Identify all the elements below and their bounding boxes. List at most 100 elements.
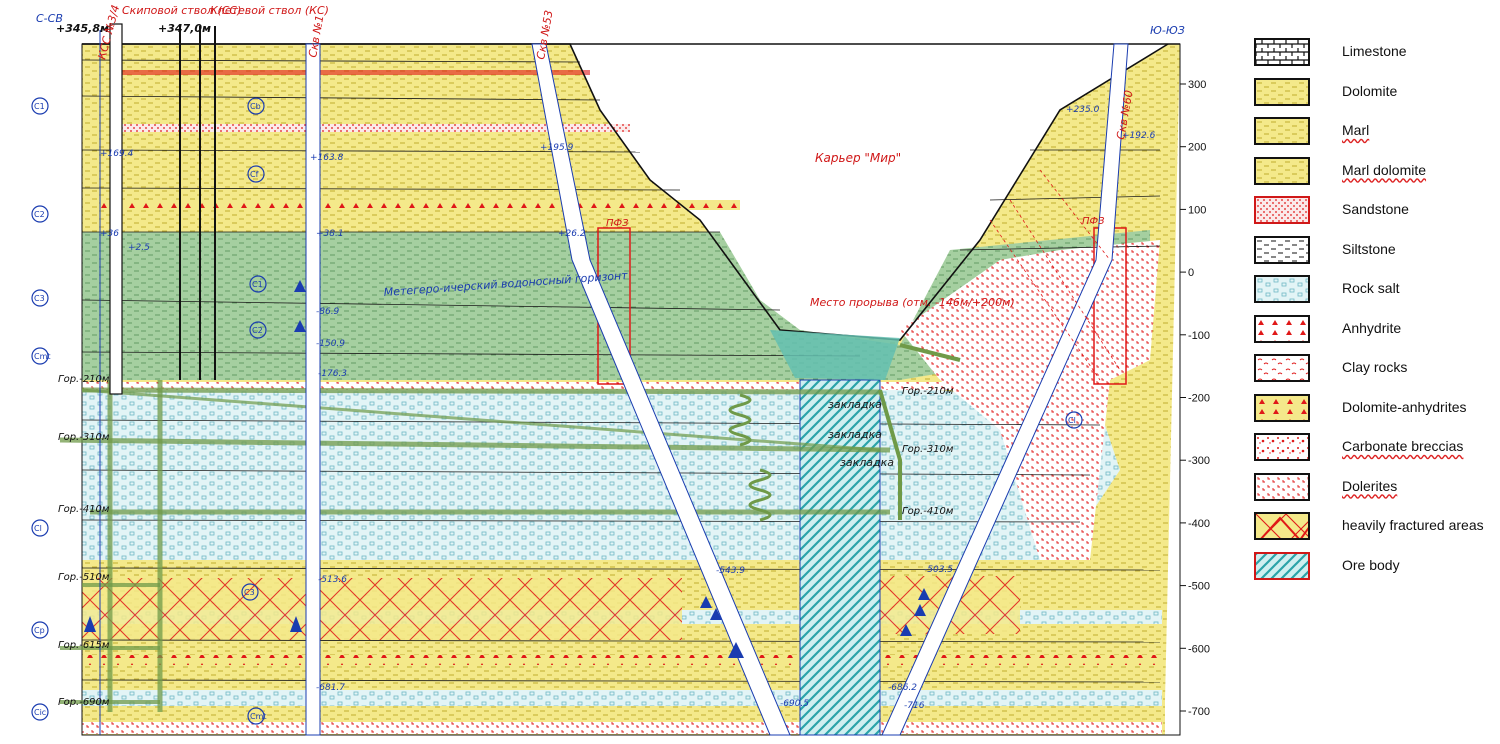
horizon-label: Гор.-210м (58, 374, 110, 385)
well-elevation-mark: +192.6 (1122, 131, 1156, 141)
legend-swatch (1254, 235, 1310, 264)
legend-item: Clay rocks (1250, 354, 1500, 386)
legend-label: Dolomite-anhydrites (1342, 398, 1467, 415)
legend-swatch (1254, 551, 1310, 580)
mine-workings (59, 343, 961, 712)
legend-swatch (1254, 472, 1310, 501)
well-elevation-mark: +163.8 (310, 153, 344, 163)
strat-index-mark (31, 97, 49, 115)
strat-index-mark (31, 289, 49, 307)
legend-item: Anhydrite (1250, 314, 1500, 347)
well-elevation-mark: +36 (100, 229, 119, 239)
legend-label: Siltstone (1342, 240, 1396, 257)
strat-index-mark (247, 97, 265, 115)
well-elevation-mark: +38.1 (316, 229, 344, 239)
legend-swatch (1254, 512, 1310, 540)
horizon-label: Гор.-310м (902, 444, 954, 455)
well-elevation-mark: +26.2 (558, 229, 586, 239)
legend-item: Marl (1250, 117, 1500, 149)
horizon-label: Гор.-210м (902, 386, 954, 397)
legend-swatch (1254, 196, 1310, 224)
strat-index-label: Cmt (34, 352, 51, 361)
legend-item: Ore body (1250, 551, 1500, 584)
scale-tick-label: 200 (1188, 142, 1206, 154)
well-elevation-mark: +235.0 (1066, 105, 1100, 115)
sandstone-band (110, 70, 590, 75)
pfz-left-label: ПФЗ (606, 218, 629, 229)
backfill-label: закладка (840, 456, 894, 469)
strat-index-label: C1 (252, 280, 263, 289)
legend-swatch (1254, 77, 1310, 106)
strat-index-mark (249, 275, 267, 293)
horizon-label: Гор.-615м (58, 640, 110, 651)
backfill-label: закладка (828, 428, 882, 441)
strat-index-label: C1 (34, 102, 45, 111)
legend-label: Dolerites (1342, 477, 1398, 494)
scale-tick-label: -600 (1188, 643, 1210, 655)
strat-index-mark (247, 707, 265, 725)
well-elevation-mark: -86.9 (316, 307, 340, 317)
well-elevation-mark: -150.9 (316, 339, 345, 349)
breakthrough-zone (770, 330, 900, 380)
legend-item: Marl dolomite (1250, 156, 1500, 189)
well-elevation-mark: -681.7 (316, 683, 345, 693)
scale-tick-label: -500 (1188, 581, 1210, 593)
legend-swatch (1254, 393, 1310, 422)
horizon-label: Гор.-510м (58, 572, 110, 583)
legend-swatch (1254, 156, 1310, 185)
legend-label: Rock salt (1342, 280, 1400, 296)
boreholes (305, 43, 1129, 736)
strat-index-label: Cf (250, 170, 259, 179)
legend-item: Carbonate breccias (1250, 433, 1500, 465)
shaft-cage-label: Клетевой ствол (КС) (210, 4, 329, 17)
scale-tick-label: -400 (1188, 518, 1210, 530)
strat-index-mark (249, 321, 267, 339)
legend-label: Anhydrite (1342, 319, 1402, 336)
dolomite-anhydrite-band (82, 655, 1162, 665)
pfz-right-label: ПФЗ (1082, 216, 1105, 227)
fractured-zone-left (82, 578, 682, 640)
horizon-label: Гор.-310м (58, 432, 110, 443)
scale-tick-label: -700 (1188, 706, 1210, 718)
strat-index-label: Cic (34, 708, 46, 717)
strat-index-label: Cl (34, 524, 42, 533)
legend-swatch (1254, 433, 1310, 461)
well-elevation-mark: -690.5 (780, 699, 809, 709)
legend-label: heavily fractured areas (1342, 517, 1484, 533)
bottom-red-band (82, 722, 1162, 734)
scale-tick-label: 300 (1188, 79, 1206, 91)
legend-item: Rock salt (1250, 275, 1500, 307)
clay-band (82, 382, 982, 390)
strat-index-label: C2 (34, 210, 45, 219)
scale-tick-label: -300 (1188, 455, 1210, 467)
strat-index-label: C3 (244, 588, 255, 597)
well-elevation-mark: +195.9 (540, 143, 574, 153)
strat-index-mark (31, 205, 49, 223)
strat-index-label: Cmt (250, 712, 267, 721)
well-elevation-mark: -503.5 (924, 565, 953, 575)
shafts (99, 23, 216, 735)
legend-item: Siltstone (1250, 235, 1500, 268)
legend-item: Limestone (1250, 38, 1500, 70)
strat-index-label: C3 (34, 294, 45, 303)
scale-tick-label: -100 (1188, 330, 1210, 342)
strat-index-label: Cl (1068, 416, 1076, 425)
legend-label: Limestone (1342, 43, 1407, 59)
pit-label: Карьер "Мир" (815, 151, 901, 165)
strat-index-mark (31, 703, 49, 721)
dolerite-mass (900, 240, 1160, 560)
strat-index-mark (31, 519, 49, 537)
legend-label: Marl (1342, 122, 1370, 138)
strat-index-mark (31, 347, 49, 365)
well-elevation-mark: -513.6 (318, 575, 347, 585)
salt-interlayer (82, 690, 1162, 706)
well-elevation-mark: -716 (904, 701, 925, 711)
well-elevation-mark: -543.9 (716, 566, 745, 576)
legend-label: Marl dolomite (1342, 161, 1427, 178)
shaft-skip-label: Скиповой ствол (СС) (122, 4, 241, 17)
legend-label: Dolomite (1342, 82, 1398, 99)
strat-index-label: Cp (34, 626, 45, 635)
scale-tick-label: 0 (1188, 267, 1194, 279)
strat-index-mark (1065, 411, 1083, 429)
